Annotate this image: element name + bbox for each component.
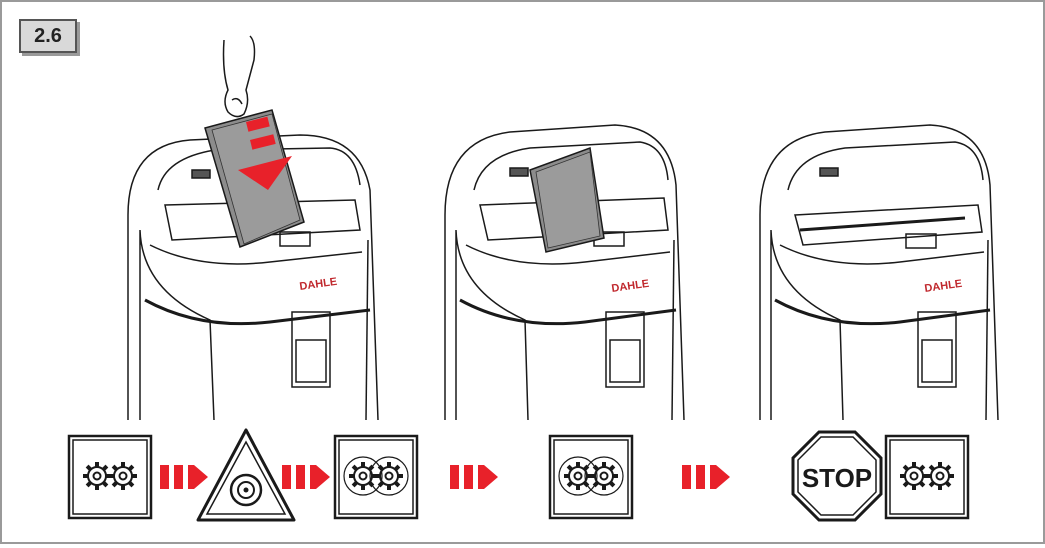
- stop-sign-text: STOP: [802, 463, 872, 493]
- gears-idle-icon: [69, 436, 151, 518]
- shredder-3: [760, 125, 998, 420]
- gears-idle-icon: [886, 436, 968, 518]
- gears-running-icon: [335, 436, 417, 518]
- gears-running-icon: [550, 436, 632, 518]
- stop-sign-icon: STOP: [793, 432, 881, 520]
- step-label: 2.6: [19, 19, 77, 53]
